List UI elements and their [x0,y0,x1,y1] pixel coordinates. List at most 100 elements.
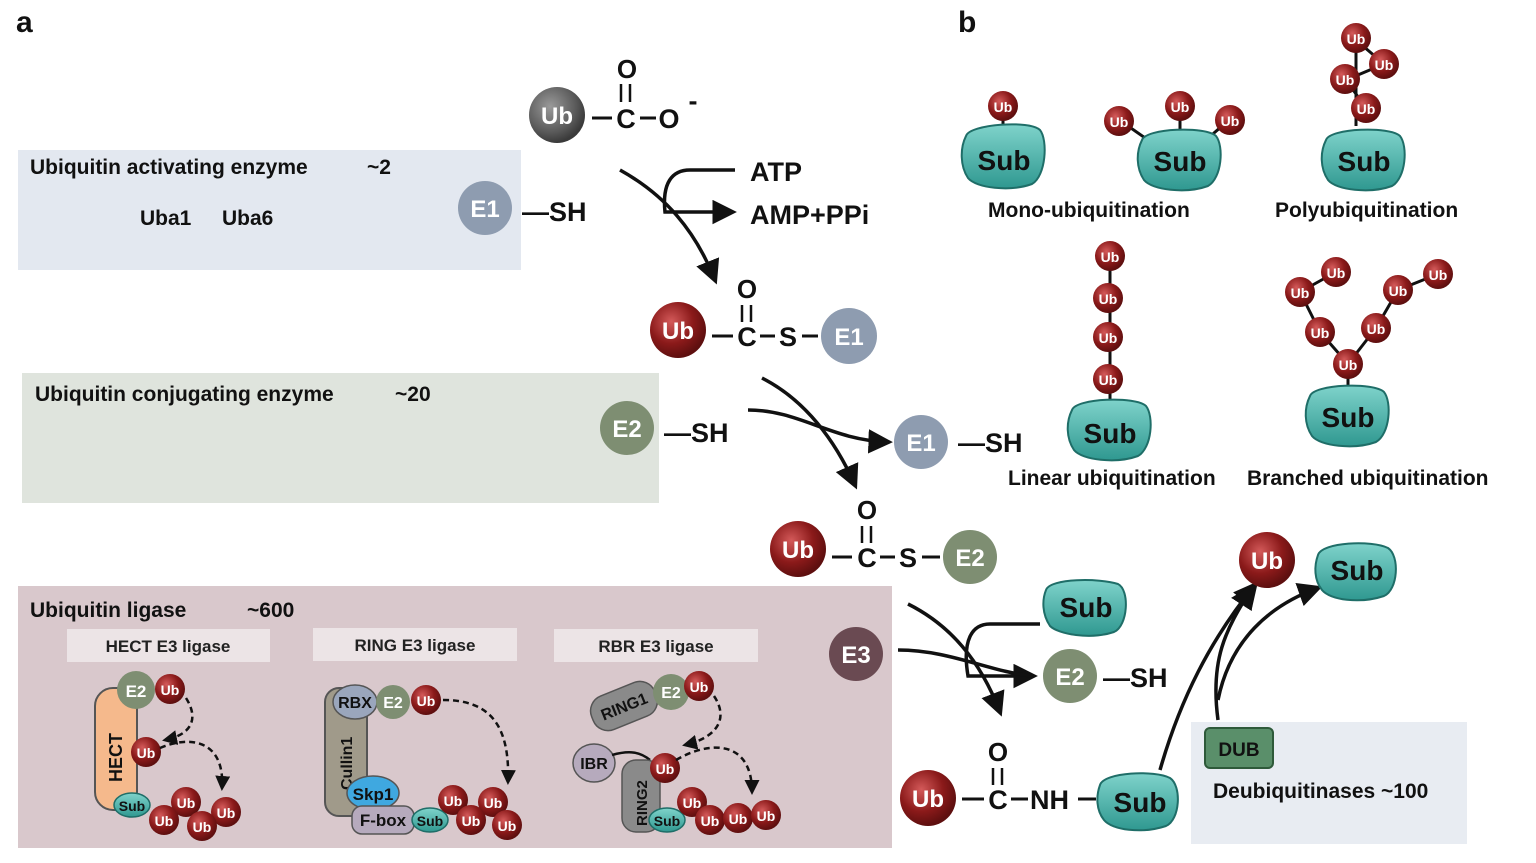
ub-s-e2-thioester: Ub C O S E2 [770,495,997,584]
svg-text:Sub: Sub [978,145,1031,176]
svg-text:Ub: Ub [656,761,675,777]
svg-text:RBX: RBX [338,695,372,712]
svg-text:Ub: Ub [1389,283,1408,299]
svg-text:Ub: Ub [498,818,517,834]
svg-text:Ub: Ub [1110,114,1129,130]
svg-text:Ub: Ub [690,679,709,695]
svg-text:Ub: Ub [1336,72,1355,88]
svg-text:Sub: Sub [417,813,443,829]
svg-text:E2: E2 [126,682,147,701]
sub-input-arrow [964,622,1040,689]
svg-text:Ub: Ub [1101,249,1120,265]
rbr-label-box [554,629,758,662]
e2-box-title: Ubiquitin conjugating enzyme [35,383,334,406]
ub-carboxylate: Ub C O O - [529,54,698,143]
e1-box [18,150,521,270]
e1-item-uba6: Uba6 [222,207,273,230]
svg-text:Ub: Ub [462,813,481,829]
e3-node: E3 [829,627,883,681]
ring-type-label: RING E3 ligase [355,636,476,655]
svg-text:Sub: Sub [1060,592,1113,623]
rbr-type-label: RBR E3 ligase [598,637,713,656]
polyubiquitination: Ub Ub Ub Ub Sub [1320,23,1406,192]
e1-box-count: ~2 [367,156,391,179]
mono-label: Mono-ubiquitination [988,199,1190,222]
dub-badge-label: DUB [1218,740,1259,761]
svg-text:Ub: Ub [1171,99,1190,115]
e2-transfer-arrow [761,376,859,490]
released-sub: Sub [1314,542,1397,602]
poly-label: Polyubiquitination [1275,199,1458,222]
branched-label: Branched ubiquitination [1247,467,1489,490]
svg-text:HECT: HECT [106,733,126,782]
e3-box-title: Ubiquitin ligase [30,599,186,622]
e1-item-uba1: Uba1 [140,207,192,230]
svg-text:O: O [988,737,1008,767]
svg-text:Ub: Ub [1429,267,1448,283]
e2-sh: E2 —SH [600,401,729,455]
svg-text:Ub: Ub [1099,291,1118,307]
svg-text:E1: E1 [470,196,499,223]
linear-ubiquitination: Ub Ub Ub Ub Sub [1066,241,1152,462]
svg-text:Sub: Sub [1084,418,1137,449]
released-ub: Ub [1239,532,1295,588]
e2-box [22,373,659,503]
svg-text:Ub: Ub [1251,548,1283,575]
e1-release-arrow [747,408,893,454]
svg-text:Ub: Ub [662,318,694,345]
svg-text:Sub: Sub [654,813,680,829]
amp-ppi-label: AMP+PPi [750,200,869,230]
svg-text:RING2: RING2 [634,780,651,826]
svg-text:C: C [988,785,1008,815]
svg-text:Ub: Ub [1357,101,1376,117]
svg-text:Ub: Ub [155,813,174,829]
svg-text:Ub: Ub [912,786,944,813]
ring-label-box [313,628,517,661]
dub-label: Deubiquitinases ~100 [1213,780,1428,803]
svg-text:Skp1: Skp1 [353,785,394,804]
svg-text:Ub: Ub [1339,357,1358,373]
svg-text:Sub: Sub [119,798,145,814]
e3-box-count: ~600 [247,599,294,622]
svg-text:S: S [779,322,797,352]
svg-text:Sub: Sub [1154,146,1207,177]
svg-text:Ub: Ub [701,813,720,829]
mono-ubiquitination-single: Ub Sub [960,91,1046,190]
e2-box-count: ~20 [395,383,431,406]
svg-text:-: - [689,86,698,116]
e1-sh-released: E1 —SH [894,415,1023,469]
svg-text:S: S [899,543,917,573]
panel-label-b: b [958,6,976,39]
svg-text:Sub: Sub [1114,787,1167,818]
svg-text:E2: E2 [612,416,641,443]
ub-nh-sub-product: Ub C O NH Sub [900,737,1179,832]
svg-text:Ub: Ub [782,537,814,564]
svg-text:—SH: —SH [522,197,587,227]
svg-text:Sub: Sub [1322,402,1375,433]
branched-ubiquitination: Ub Ub Ub Ub Ub Ub Ub Sub [1285,257,1453,448]
svg-text:Sub: Sub [1338,146,1391,177]
e1-reaction-arrow [619,168,720,285]
atp-label: ATP [750,157,802,187]
dub-arrow-ub [1214,583,1255,721]
linear-label: Linear ubiquitination [1008,467,1216,490]
svg-text:Sub: Sub [1331,555,1384,586]
svg-text:IBR: IBR [580,756,608,773]
svg-text:O: O [617,54,637,84]
mono-ubiquitination-multi: Ub Ub Ub Sub [1104,91,1245,192]
svg-text:O: O [658,104,679,134]
svg-text:Ub: Ub [729,811,748,827]
panel-label-a: a [16,6,33,39]
svg-text:Ub: Ub [217,805,236,821]
svg-text:Ub: Ub [484,795,503,811]
svg-text:Ub: Ub [994,99,1013,115]
svg-text:Ub: Ub [1347,31,1366,47]
e3-to-e2-arrow [897,648,1034,678]
svg-text:—SH: —SH [664,418,729,448]
svg-text:Ub: Ub [683,795,702,811]
svg-text:C: C [857,543,877,573]
dub-arrow-sub [1216,583,1323,701]
svg-text:Ub: Ub [1367,321,1386,337]
